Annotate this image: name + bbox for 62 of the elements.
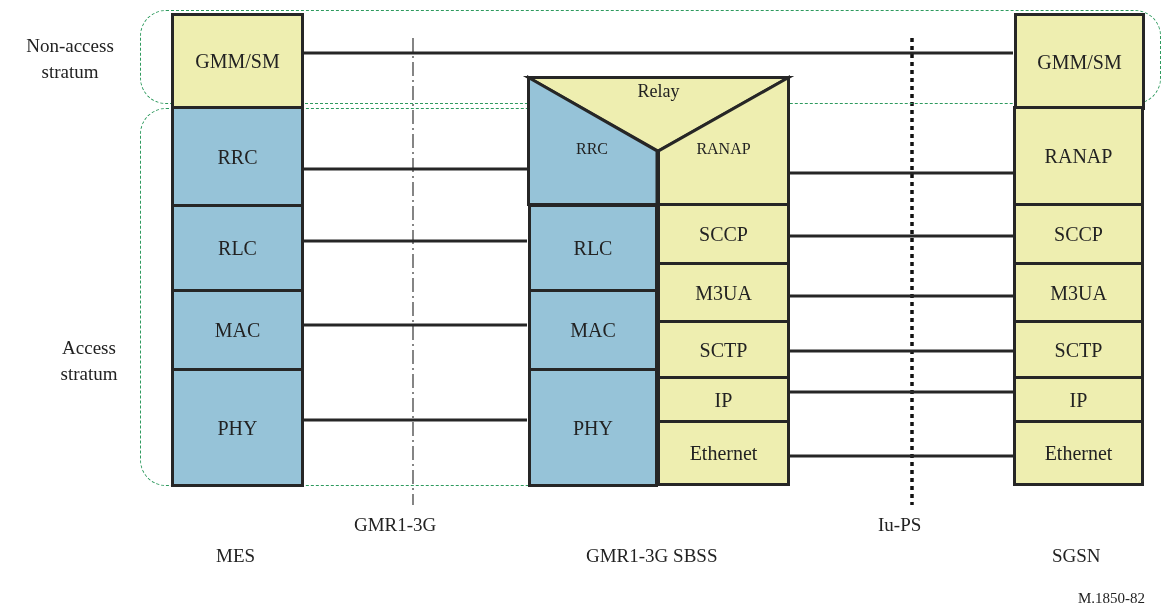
connection-line: [790, 171, 1013, 175]
layer-label: IP: [714, 388, 733, 411]
layer-label: MAC: [570, 319, 616, 341]
connection-line: [303, 167, 527, 171]
protocol-layer-box: [171, 368, 304, 487]
layer-label: M3UA: [695, 281, 752, 304]
layer-label: RRC: [217, 145, 258, 168]
protocol-layer-box: [528, 368, 658, 487]
protocol-layer-box: [171, 204, 304, 292]
layer-label: RANAP: [696, 140, 751, 157]
layer-label: PHY: [217, 416, 258, 439]
layer-label: SCTP: [699, 338, 748, 361]
relay-label: Relay: [637, 81, 680, 101]
layer-label: Ethernet: [689, 442, 758, 464]
layer-label: SCCP: [699, 223, 748, 245]
layer-label: GMM/SM: [1037, 50, 1122, 73]
region-heading: Access stratum: [59, 336, 119, 386]
protocol-layer-box: [657, 320, 790, 379]
protocol-layer-box: [1013, 106, 1144, 206]
entity-label: GMR1-3G SBSS: [586, 545, 718, 567]
protocol-layer-box: [1013, 420, 1144, 486]
layer-label: GMM/SM: [195, 50, 280, 72]
protocol-layer-box: [657, 262, 790, 323]
protocol-layer-box: [171, 13, 304, 109]
entity-label: MES: [216, 545, 256, 567]
layer-label: RLC: [218, 237, 257, 259]
protocol-layer-box: [1013, 203, 1144, 265]
protocol-layer-box: [1013, 376, 1144, 423]
layer-label: MAC: [214, 319, 261, 341]
connection-line: [790, 454, 1013, 458]
connection-line: [303, 239, 527, 243]
region-heading: Non-access stratum: [25, 34, 115, 84]
layer-label: M3UA: [1050, 281, 1107, 304]
connection-line: [790, 349, 1013, 353]
protocol-layer-box: [1013, 320, 1144, 379]
protocol-layer-box: [528, 204, 658, 292]
connection-line: [790, 390, 1013, 394]
entity-label: SGSN: [1052, 545, 1101, 567]
protocol-layer-box: [171, 106, 304, 207]
protocol-layer-box: [657, 376, 790, 423]
connection-line: [303, 323, 527, 327]
protocol-layer-box: [657, 420, 790, 486]
interface-label: Iu-PS: [878, 514, 922, 536]
connection-line: [303, 51, 1013, 55]
connection-line: [303, 418, 527, 422]
layer-label: IP: [1069, 388, 1088, 411]
layer-label: SCTP: [1054, 338, 1103, 361]
layer-label: RLC: [573, 237, 613, 259]
protocol-layer-box: [657, 203, 790, 265]
figure-number: M.1850-82: [1078, 590, 1146, 607]
layer-label: RRC: [576, 140, 608, 157]
protocol-layer-box: [1013, 262, 1144, 323]
connection-line: [790, 234, 1013, 238]
interface-label: GMR1-3G: [354, 514, 437, 536]
layer-label: SCCP: [1054, 223, 1103, 245]
layer-label: Ethernet: [1044, 442, 1113, 464]
layer-label: RANAP: [1044, 145, 1113, 167]
protocol-layer-box: [171, 289, 304, 371]
layer-label: PHY: [573, 416, 613, 439]
protocol-layer-box: [1014, 13, 1145, 110]
connection-line: [790, 294, 1013, 298]
protocol-layer-box: [528, 289, 658, 371]
